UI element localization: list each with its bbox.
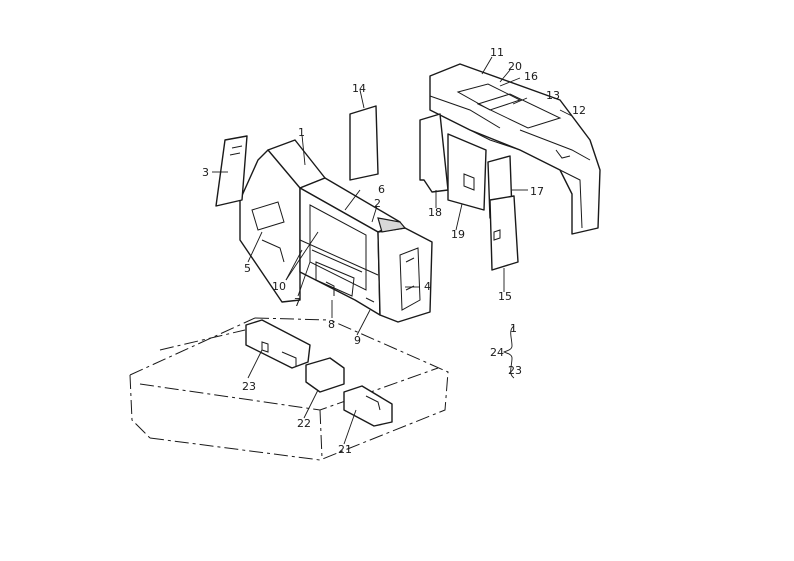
callout-13: 13 [546,89,560,102]
phantom-base-outline [129,317,449,461]
callout-5: 5 [244,262,251,275]
callout-3: 3 [202,166,209,179]
panel-14 [349,105,379,181]
back-panel [299,187,381,316]
legend-top-label: 1 [510,322,517,335]
panel-19 [447,133,487,211]
callout-11: 11 [490,46,504,59]
divider-strip [377,217,407,233]
callout-2: 2 [374,197,381,210]
callout-1: 1 [298,126,305,139]
callout-12: 12 [572,104,586,117]
callout-4: 4 [424,280,431,293]
callout-14: 14 [352,82,366,95]
callout-9: 9 [354,334,361,347]
legend-bottom-label: 23 [508,364,522,377]
strip-23 [245,319,311,369]
callout-7: 7 [294,296,301,309]
side-panel-3 [215,135,248,207]
callout-21: 21 [338,443,352,456]
leader-lines [212,56,573,445]
callout-19: 19 [451,228,465,241]
callout-22: 22 [297,417,311,430]
main-panel-assembly [239,139,433,323]
callout-8: 8 [328,318,335,331]
cover-assembly [429,63,601,235]
callout-6: 6 [378,183,385,196]
strip-21 [343,385,393,427]
strip-22 [305,357,345,393]
panel-18 [419,113,449,193]
callout-16: 16 [524,70,538,83]
callout-labels: 1 2 3 4 5 6 7 8 9 10 11 12 13 14 15 16 1… [202,46,586,456]
callout-23: 23 [242,380,256,393]
callout-15: 15 [498,290,512,303]
legend-brace [502,325,515,379]
callout-10: 10 [272,280,286,293]
panel-15 [489,195,519,271]
callout-18: 18 [428,206,442,219]
callout-20: 20 [508,60,522,73]
legend-left-label: 24 [490,346,504,359]
callout-17: 17 [530,185,544,198]
